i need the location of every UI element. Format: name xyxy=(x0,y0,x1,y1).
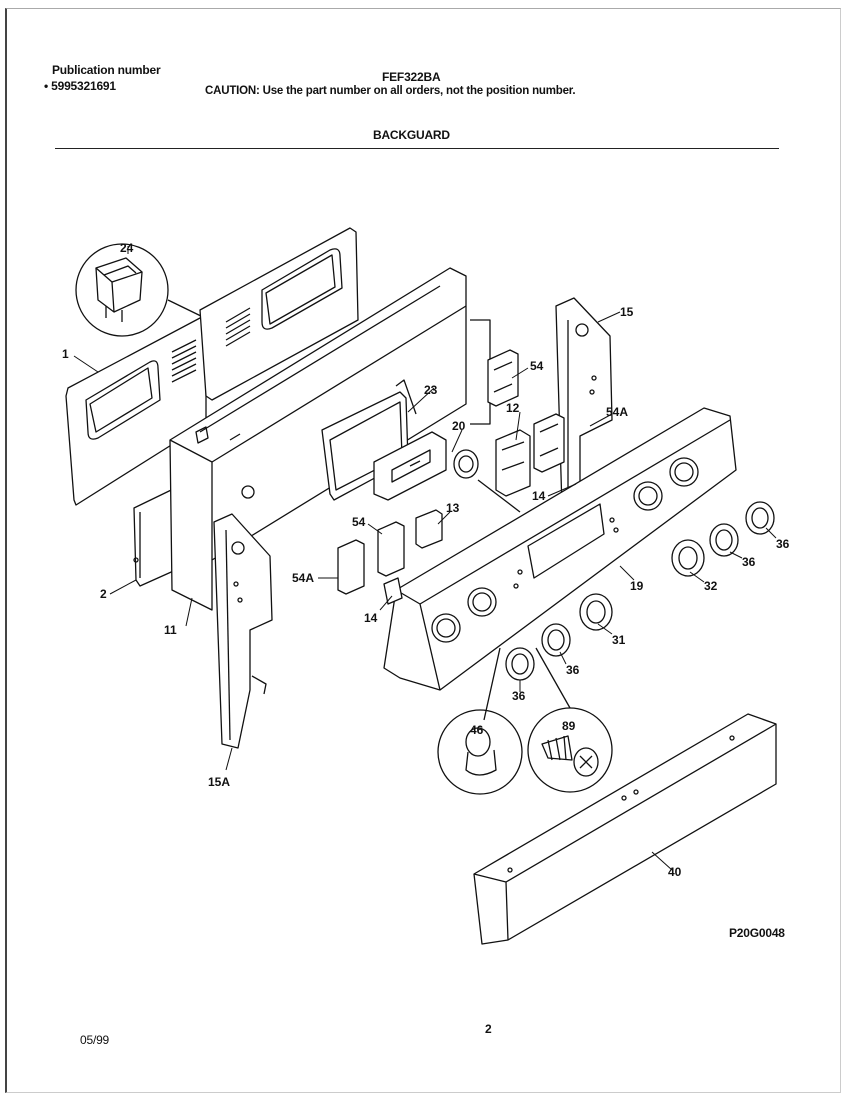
terminal-block-lower xyxy=(337,509,443,605)
knob-detail-46 xyxy=(437,647,523,795)
control-knobs xyxy=(505,501,775,681)
leader-lines xyxy=(73,246,777,871)
selector-switch xyxy=(453,429,531,513)
header-rule xyxy=(55,148,779,149)
trim-piece xyxy=(473,713,777,945)
callout-54A-lower: 54A xyxy=(292,571,314,585)
callout-54-upper: 54 xyxy=(530,359,544,373)
callout-14-upper: 14 xyxy=(532,489,546,503)
callout-2: 2 xyxy=(100,587,107,601)
model-number: FEF322BA xyxy=(382,70,441,84)
callout-89: 89 xyxy=(562,719,576,733)
callout-labels: 24 1 2 11 23 20 54 12 15 54A 14 13 54 54… xyxy=(62,241,790,879)
callout-23: 23 xyxy=(424,383,438,397)
callout-31: 31 xyxy=(612,633,626,647)
screw-detail-89 xyxy=(527,647,613,793)
callout-54-lower: 54 xyxy=(352,515,366,529)
callout-1: 1 xyxy=(62,347,69,361)
clock-timer xyxy=(373,431,447,501)
callout-12: 12 xyxy=(506,401,520,415)
callout-14-lower: 14 xyxy=(364,611,378,625)
callout-36-b: 36 xyxy=(742,555,756,569)
callout-36-d: 36 xyxy=(512,689,526,703)
publication-number: • 5995321691 xyxy=(44,79,116,93)
callout-24: 24 xyxy=(120,241,134,255)
callout-32: 32 xyxy=(704,579,718,593)
page-border xyxy=(5,8,841,1093)
revision-date: 05/99 xyxy=(80,1033,110,1047)
callout-36-a: 36 xyxy=(776,537,790,551)
callout-20: 20 xyxy=(452,419,466,433)
callout-19: 19 xyxy=(630,579,644,593)
callout-46: 46 xyxy=(470,723,484,737)
callout-11: 11 xyxy=(164,623,177,637)
publication-number-value: 5995321691 xyxy=(51,79,116,93)
upper-back-panel xyxy=(199,227,359,401)
callout-15A: 15A xyxy=(208,775,230,789)
callout-40: 40 xyxy=(668,865,682,879)
receptacle-upper xyxy=(487,349,519,407)
drawing-code: P20G0048 xyxy=(729,926,785,940)
callout-36-c: 36 xyxy=(566,663,580,677)
callout-15: 15 xyxy=(620,305,634,319)
left-side-bracket xyxy=(213,513,273,749)
callout-54A-upper: 54A xyxy=(606,405,628,419)
caution-note: CAUTION: Use the part number on all orde… xyxy=(205,85,576,97)
publication-label: Publication number xyxy=(52,63,161,77)
control-panel xyxy=(383,407,737,691)
callout-13: 13 xyxy=(446,501,460,515)
page-number: 2 xyxy=(485,1022,492,1036)
rocker-switch-detail xyxy=(75,243,206,337)
terminal-block-upper xyxy=(533,413,565,473)
section-title: BACKGUARD xyxy=(373,128,450,142)
